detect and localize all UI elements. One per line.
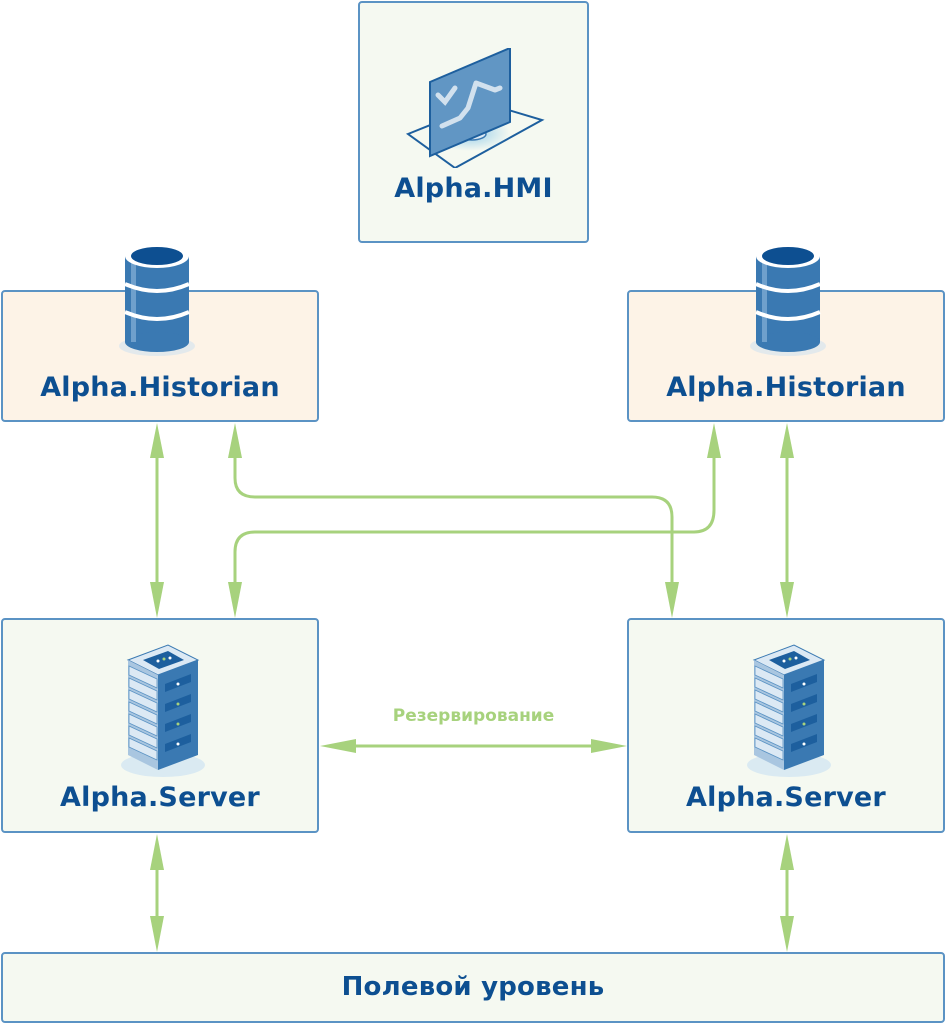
server-rack-icon [747,644,831,777]
server-left-label: Alpha.Server [60,782,260,813]
arrowhead [665,582,679,618]
field-level-label: Полевой уровень [341,972,605,1002]
hmi-label: Alpha.HMI [394,173,553,204]
arrowhead [780,423,794,458]
arrowhead [150,423,164,458]
arrowhead [150,916,164,952]
historian-right-label: Alpha.Historian [666,372,906,403]
arrowhead [591,739,627,753]
server-right-label: Alpha.Server [686,782,886,813]
hmi-node[interactable]: Alpha.HMI [358,1,589,243]
arrowhead [320,739,356,753]
database-icon [750,244,826,356]
arrowhead [780,916,794,952]
arrowheads [150,423,794,952]
redundancy-label: Резервирование [392,706,555,726]
field-level-node[interactable]: Полевой уровень [1,952,945,1023]
arrowhead [780,582,794,618]
historian-left-label: Alpha.Historian [40,372,280,403]
arrowhead [780,834,794,870]
monitor-icon [405,48,545,168]
arrowhead [707,423,721,458]
server-right-node[interactable]: Alpha.Server [627,618,945,833]
arrowhead [150,834,164,870]
database-icon [119,244,195,356]
edge-historian-right-server-left [233,455,716,585]
server-left-node[interactable]: Alpha.Server [1,618,319,833]
arrowhead [228,582,242,618]
arrowhead [150,582,164,618]
arrowhead [228,423,242,458]
edge-historian-left-server-right [233,455,674,585]
server-rack-icon [121,644,205,777]
